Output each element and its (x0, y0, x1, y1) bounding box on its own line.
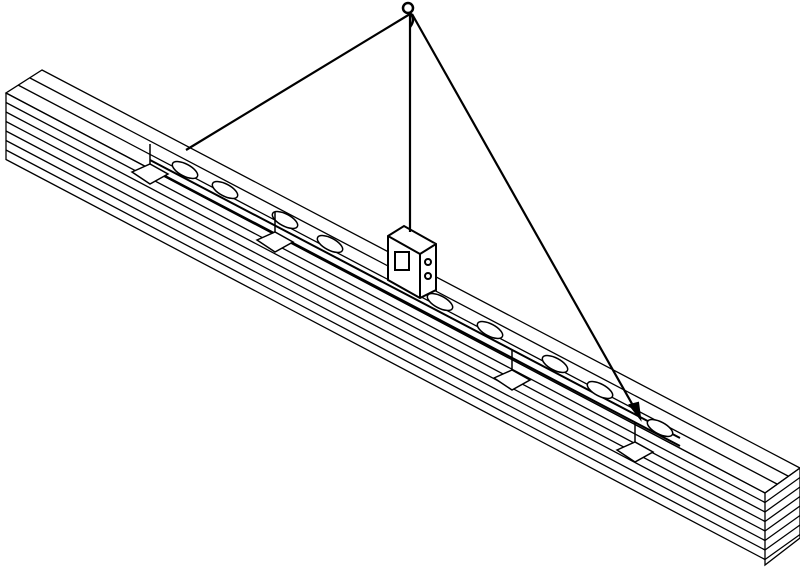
plank-end-line (764, 476, 800, 504)
lifting-hook-icon (401, 1, 415, 28)
cable-right (411, 13, 641, 419)
cable-left (185, 13, 411, 151)
plank-end-line (764, 514, 800, 542)
plank-end-line (764, 505, 800, 532)
plank-layer-line (5, 120, 766, 523)
coupling-cylinder (426, 292, 454, 312)
plank-stack (4, 69, 800, 567)
coupling-cylinder (541, 354, 569, 374)
lifting-cables (185, 13, 642, 422)
cable-arrowhead (628, 401, 642, 422)
plank-layer-line (5, 130, 766, 532)
clamp-foot (492, 369, 532, 391)
coupling-cylinder (316, 234, 344, 254)
clamp-foot (255, 231, 295, 253)
coupling-cylinder (646, 418, 674, 438)
plank-end-line (764, 495, 800, 523)
control-box (387, 224, 437, 300)
clamp-foot (615, 441, 655, 463)
plank-layer-line (5, 101, 766, 504)
coupling-cylinder (271, 210, 299, 230)
coupling-cylinder (171, 160, 199, 180)
coupling-cylinder (476, 320, 504, 340)
beam-couplings (171, 160, 674, 438)
clamp-brackets (130, 144, 655, 463)
plank-layer-line (5, 92, 766, 494)
plank-end-line (764, 533, 800, 561)
plank-layer-line (5, 139, 766, 542)
plank-layer-line (5, 158, 766, 561)
plank-layer-line (5, 149, 766, 551)
plank-end-line (764, 524, 800, 551)
clamp-foot (130, 163, 170, 185)
plank-end-line (764, 486, 800, 513)
coupling-cylinder (211, 180, 239, 200)
coupling-cylinder (586, 380, 614, 400)
plank-end-line (764, 467, 800, 494)
